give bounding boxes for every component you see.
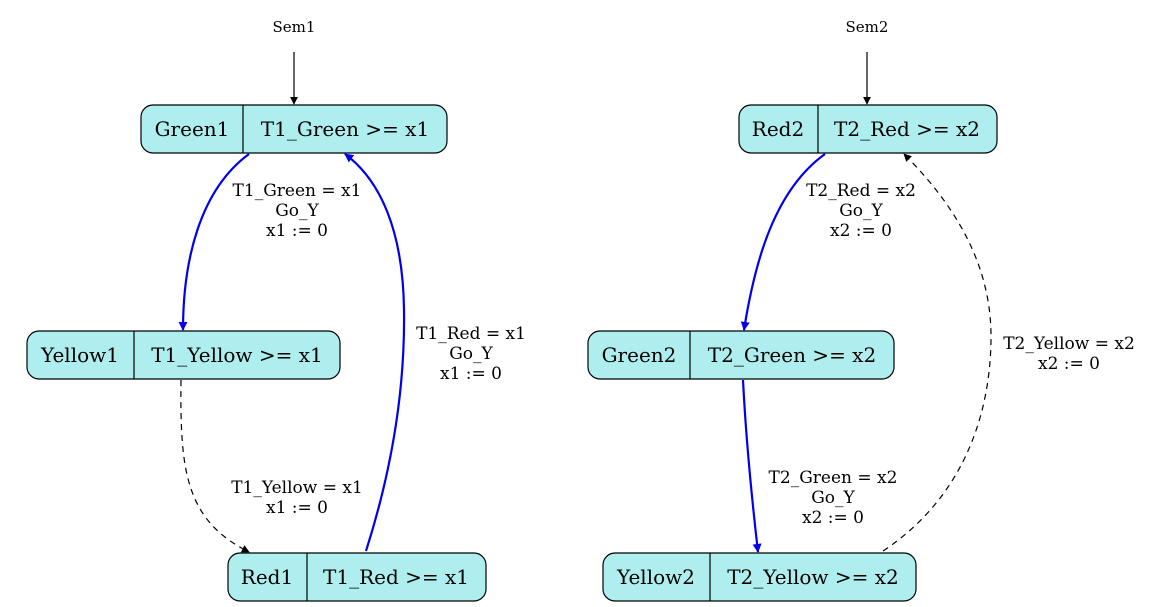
state-invariant: T1_Green >= x1 bbox=[261, 117, 429, 141]
state-yellow1[interactable]: Yellow1 T1_Yellow >= x1 bbox=[26, 330, 341, 380]
state-name: Yellow1 bbox=[40, 343, 119, 367]
transition-yellow1-to-red1[interactable]: T1_Yellow = x1 x1 := 0 bbox=[180, 379, 363, 553]
edge-label-line: x2 := 0 bbox=[1038, 354, 1100, 374]
edge-label-line: x1 := 0 bbox=[266, 498, 328, 518]
edge-label-line: Go_Y bbox=[449, 344, 493, 364]
state-red2[interactable]: Red2 T2_Red >= x2 bbox=[738, 104, 998, 154]
init-label-sem2: Sem2 bbox=[846, 18, 889, 36]
state-name: Green2 bbox=[602, 343, 677, 367]
transition-green1-to-yellow1[interactable]: T1_Green = x1 Go_Y x1 := 0 bbox=[178, 153, 362, 331]
edge-label-line: x2 := 0 bbox=[830, 221, 892, 241]
state-name: Red2 bbox=[752, 117, 804, 141]
state-name: Red1 bbox=[241, 565, 293, 589]
state-invariant: T1_Red >= x1 bbox=[323, 565, 469, 589]
state-invariant: T2_Yellow >= x2 bbox=[727, 565, 899, 589]
automaton-sem1: Sem1 Green1 T1_Green >= x1 Yellow1 T1_Ye… bbox=[26, 18, 526, 602]
state-green1[interactable]: Green1 T1_Green >= x1 bbox=[140, 104, 448, 154]
edge-label-line: T2_Green = x2 bbox=[769, 468, 898, 488]
edge-label-line: x1 := 0 bbox=[440, 364, 502, 384]
automaton-sem2: Sem2 Red2 T2_Red >= x2 Green2 T2_Green >… bbox=[587, 18, 1135, 602]
state-green2[interactable]: Green2 T2_Green >= x2 bbox=[587, 330, 895, 380]
init-label-sem1: Sem1 bbox=[273, 18, 316, 36]
edge-label-line: T1_Yellow = x1 bbox=[231, 478, 363, 498]
transition-red2-to-green2[interactable]: T2_Red = x2 Go_Y x2 := 0 bbox=[740, 153, 916, 331]
transition-green2-to-yellow2[interactable]: T2_Green = x2 Go_Y x2 := 0 bbox=[741, 379, 898, 553]
edge-label-line: T2_Yellow = x2 bbox=[1003, 334, 1135, 354]
state-red1[interactable]: Red1 T1_Red >= x1 bbox=[227, 552, 487, 602]
edge-label-line: T2_Red = x2 bbox=[806, 181, 916, 201]
transition-yellow2-to-red2[interactable]: T2_Yellow = x2 x2 := 0 bbox=[882, 153, 1135, 552]
edge-label-line: x1 := 0 bbox=[266, 221, 328, 241]
state-invariant: T2_Red >= x2 bbox=[834, 117, 980, 141]
edge-label-line: x2 := 0 bbox=[802, 508, 864, 528]
transition-red1-to-green1[interactable]: T1_Red = x1 Go_Y x1 := 0 bbox=[344, 153, 526, 552]
state-invariant: T2_Green >= x2 bbox=[708, 343, 876, 367]
edge-label-line: Go_Y bbox=[275, 201, 319, 221]
state-name: Green1 bbox=[155, 117, 230, 141]
state-yellow2[interactable]: Yellow2 T2_Yellow >= x2 bbox=[602, 552, 917, 602]
edge-label-line: Go_Y bbox=[811, 488, 855, 508]
edge-label-line: T1_Red = x1 bbox=[416, 324, 526, 344]
edge-label-line: Go_Y bbox=[839, 201, 883, 221]
edge-label-line: T1_Green = x1 bbox=[233, 181, 362, 201]
state-invariant: T1_Yellow >= x1 bbox=[151, 343, 323, 367]
state-name: Yellow2 bbox=[616, 565, 695, 589]
